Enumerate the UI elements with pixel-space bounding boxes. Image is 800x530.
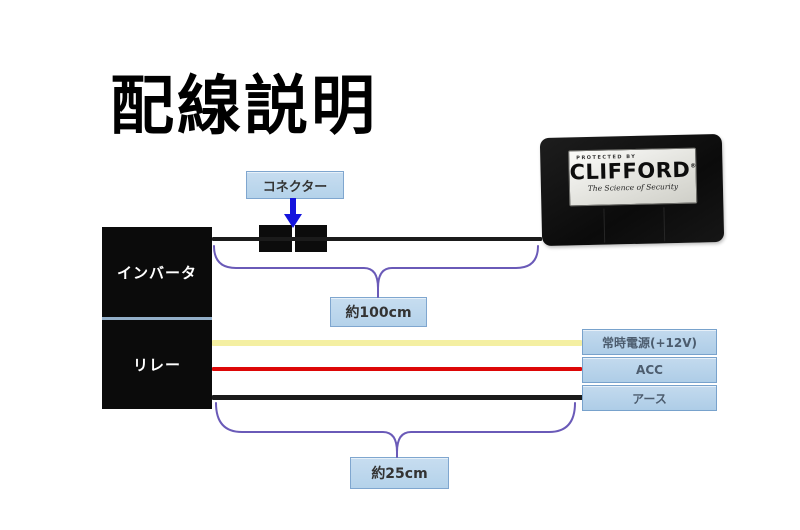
down-arrow-icon [284, 198, 302, 228]
relay-label: リレー [132, 356, 181, 374]
wire-constant-power [212, 340, 582, 346]
registered-mark: ® [690, 162, 697, 170]
target-acc: ACC [582, 357, 717, 383]
length-100cm-callout: 約100cm [330, 297, 427, 327]
connector-callout: コネクター [246, 171, 344, 199]
length-100cm-label: 約100cm [345, 305, 412, 321]
brace-25cm [215, 402, 576, 458]
wire-ground [212, 395, 583, 400]
badge-brand: CLIFFORD® [569, 157, 697, 185]
device-seam [603, 208, 606, 243]
clifford-device: PROTECTED BY CLIFFORD® The Science of Se… [539, 133, 725, 247]
wire-acc [212, 367, 582, 371]
relay-box: リレー [102, 320, 212, 409]
device-seam [663, 207, 666, 242]
clifford-badge: PROTECTED BY CLIFFORD® The Science of Se… [568, 147, 698, 207]
inverter-box: インバータ [102, 227, 212, 317]
main-harness-wire [212, 237, 542, 241]
length-25cm-callout: 約25cm [350, 457, 449, 489]
connector-callout-label: コネクター [262, 179, 328, 195]
inverter-label: インバータ [116, 263, 197, 282]
target-ground: アース [582, 385, 717, 411]
page-title: 配線説明 [110, 70, 378, 144]
brace-100cm [213, 245, 539, 298]
target-constant-power: 常時電源(+12V) [582, 329, 717, 355]
unit-divider [102, 317, 212, 320]
length-25cm-label: 約25cm [371, 466, 428, 482]
